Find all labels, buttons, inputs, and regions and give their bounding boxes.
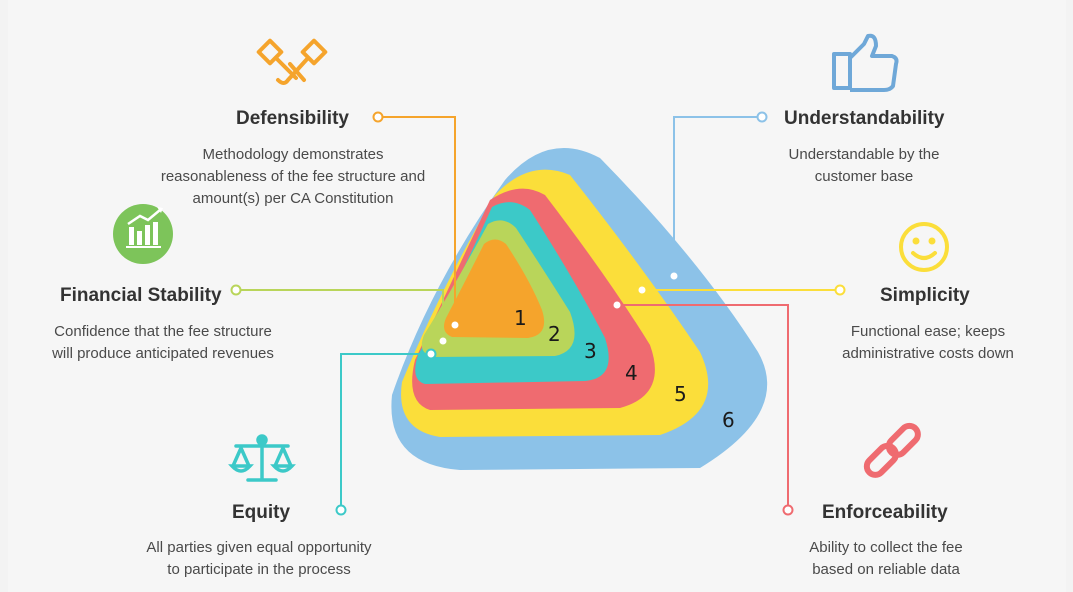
understandability-title: Understandability: [784, 108, 945, 129]
layer-4-number: 4: [625, 361, 638, 385]
simplicity-description: Functional ease; keeps administrative co…: [842, 323, 1014, 362]
chain-link-icon: [863, 422, 921, 478]
growth-chart-icon: [113, 204, 173, 264]
connector-dot: [668, 270, 680, 282]
understandability-description: Understandable by the customer base: [788, 146, 940, 185]
financial-stability-title: Financial Stability: [60, 285, 222, 306]
connector-defensibility: [378, 116, 456, 325]
simplicity-title: Simplicity: [880, 285, 970, 306]
connector-dot: [611, 299, 623, 311]
financial-stability-description: Confidence that the fee structure will p…: [52, 323, 274, 362]
connector-dot: [425, 348, 437, 360]
connector-dot: [756, 111, 768, 123]
connector-equity: [340, 353, 431, 510]
connector-dot: [372, 111, 384, 123]
layer-6-number: 6: [722, 408, 735, 432]
connector-dot: [834, 284, 846, 296]
connector-dot: [437, 335, 449, 347]
connector-understandability: [673, 116, 762, 276]
defensibility-title: Defensibility: [236, 108, 349, 129]
layer-3-number: 3: [584, 339, 597, 363]
layer-2-number: 2: [548, 322, 561, 346]
connector-dot: [782, 504, 794, 516]
enforceability-description: Ability to collect the fee based on reli…: [809, 539, 963, 578]
connector-dot: [449, 319, 461, 331]
defensibility-description: Methodology demonstrates reasonableness …: [160, 146, 426, 207]
connector-financial-stability: [236, 289, 444, 341]
layer-1-number: 1: [514, 306, 527, 330]
equity-description: All parties given equal opportunity to p…: [146, 539, 372, 578]
thumbs-up-icon: [832, 33, 899, 92]
connector-enforceability: [617, 304, 789, 510]
handshake-icon: [256, 38, 328, 85]
enforceability-title: Enforceability: [822, 502, 948, 523]
scales-icon: [228, 434, 296, 482]
connector-dot: [636, 284, 648, 296]
layer-5-number: 5: [674, 382, 687, 406]
equity-title: Equity: [232, 502, 291, 523]
connector-dot: [230, 284, 242, 296]
connector-dot: [335, 504, 347, 516]
layer-1-triangle: [444, 239, 545, 338]
smiley-icon: [899, 222, 949, 272]
